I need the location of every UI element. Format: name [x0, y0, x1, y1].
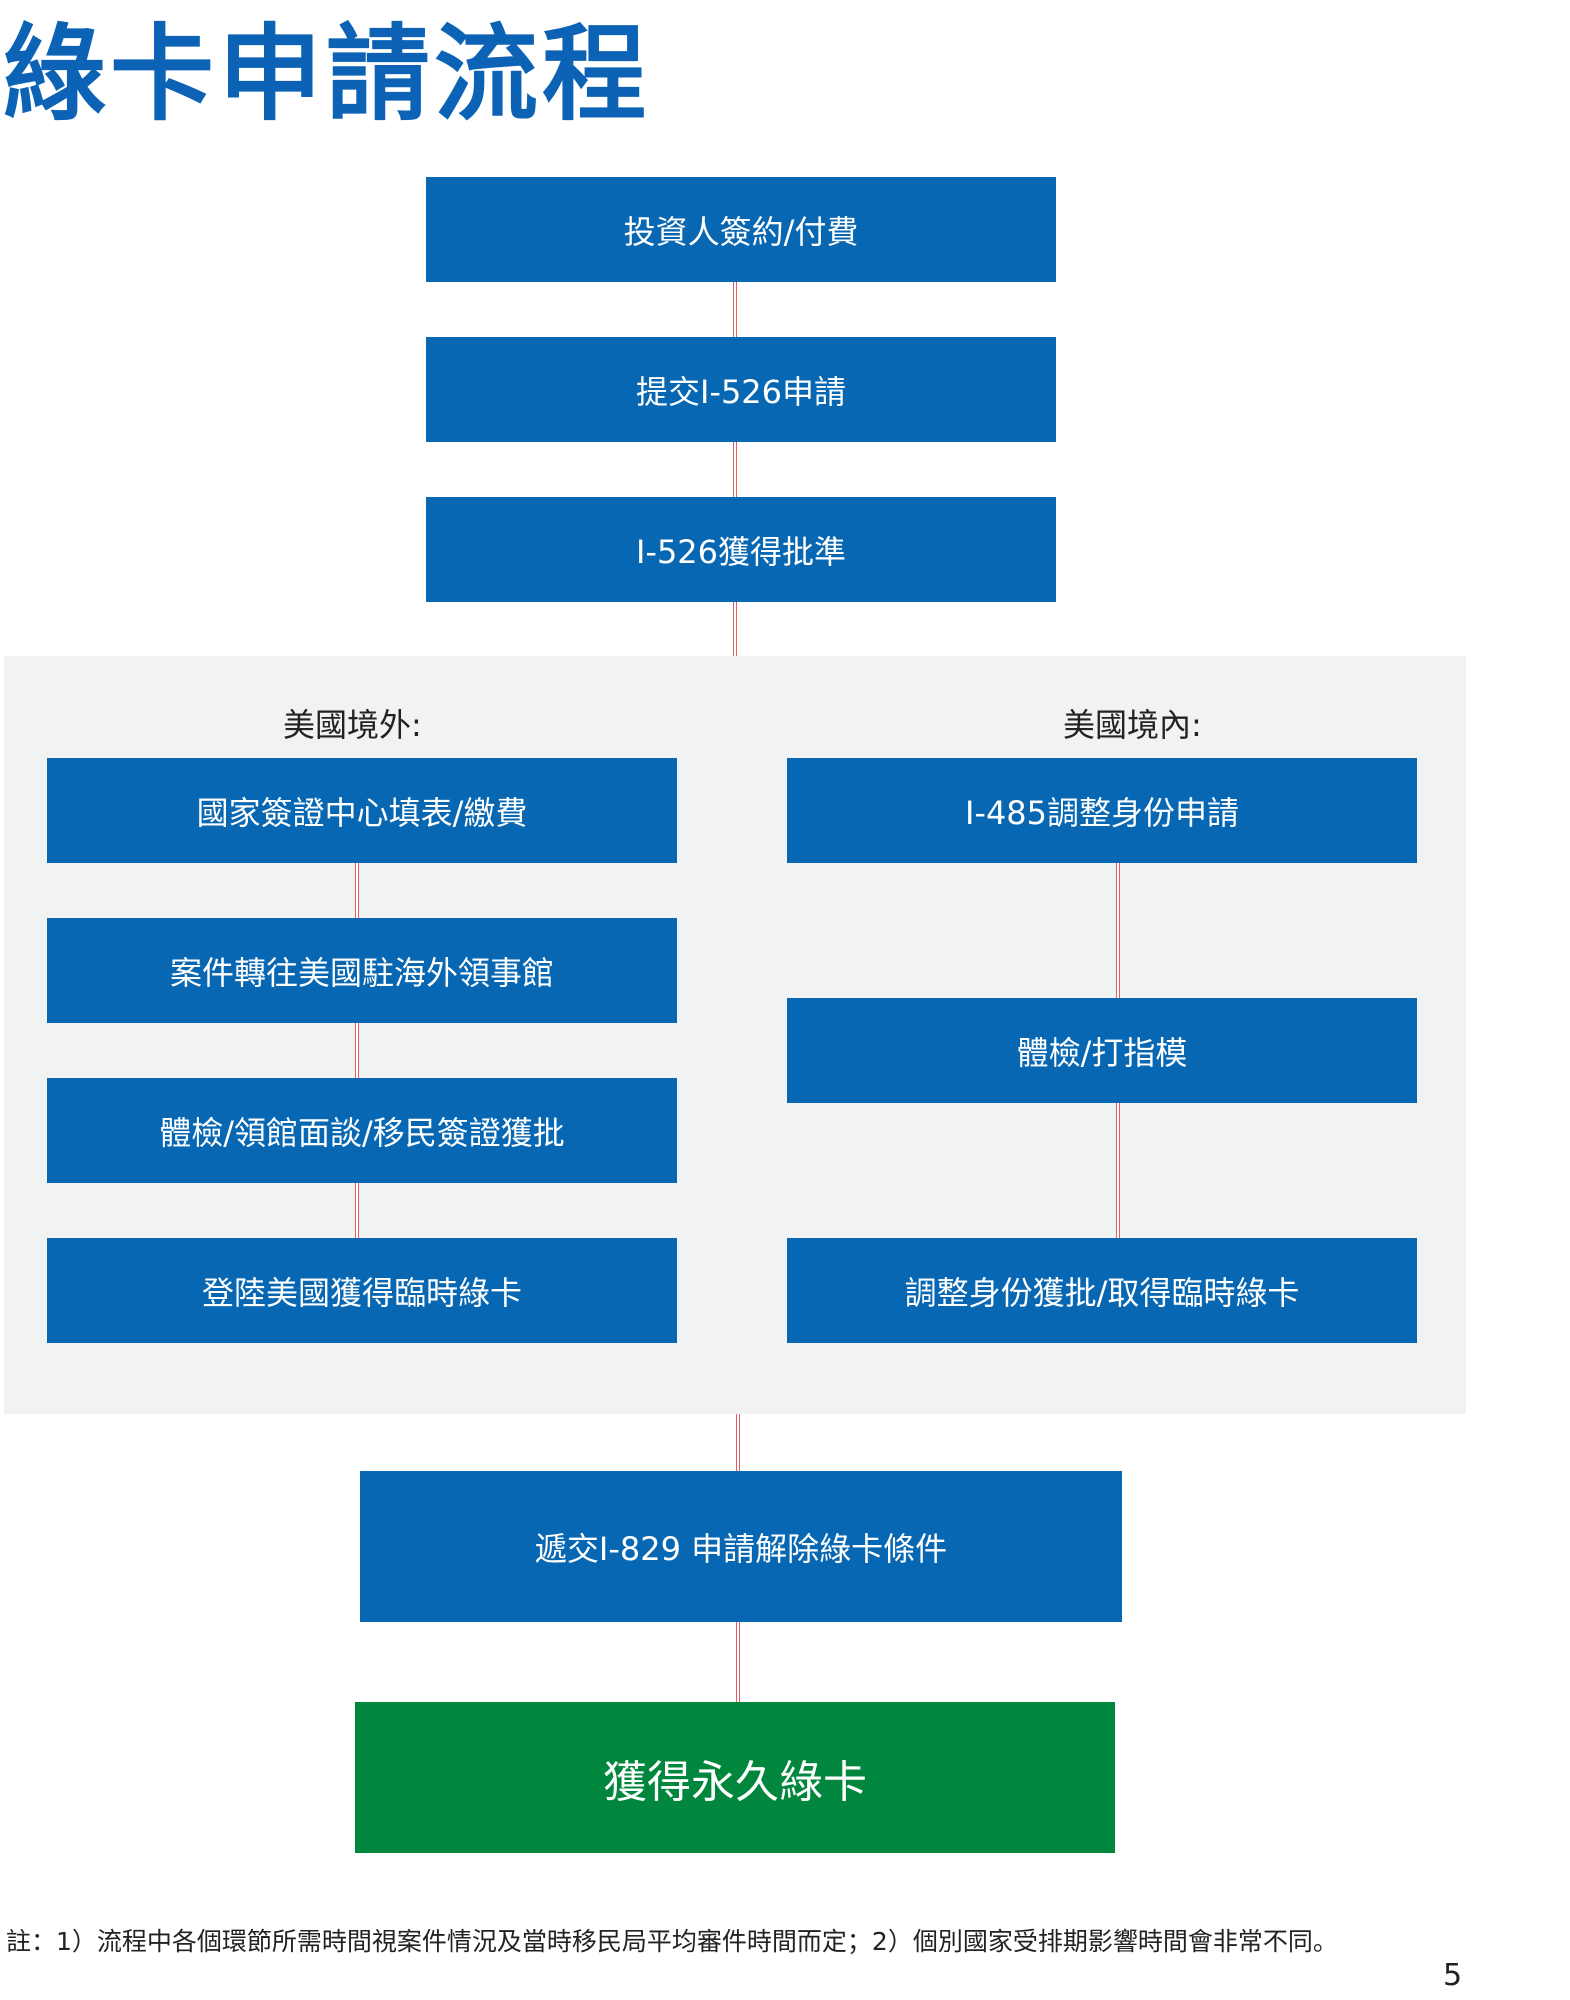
connector-line [355, 1023, 359, 1078]
step-file-i829: 遞交I-829 申請解除綠卡條件 [360, 1471, 1122, 1622]
inside-us-label: 美國境內: [1063, 706, 1202, 744]
step-enter-us-temp-card: 登陸美國獲得臨時綠卡 [47, 1238, 677, 1343]
connector-line [733, 442, 737, 497]
connector-line [355, 1183, 359, 1238]
step-submit-i526: 提交I-526申請 [426, 337, 1056, 442]
step-biometrics: 體檢/打指模 [787, 998, 1417, 1103]
connector-line [1116, 1103, 1120, 1238]
step-i485-adjustment: I-485調整身份申請 [787, 758, 1417, 863]
step-nvc-forms: 國家簽證中心填表/繳費 [47, 758, 677, 863]
connector-line [1116, 863, 1120, 998]
outside-us-label: 美國境外: [283, 706, 422, 744]
connector-line [733, 602, 737, 656]
step-i526-approved: I-526獲得批準 [426, 497, 1056, 602]
connector-line [736, 1414, 740, 1471]
page-title: 綠卡申請流程 [2, 13, 651, 135]
connector-line [736, 1622, 740, 1702]
footnote: 註：1）流程中各個環節所需時間視案件情況及當時移民局平均審件時間而定；2）個別國… [6, 1927, 1338, 1956]
step-adjustment-approved: 調整身份獲批/取得臨時綠卡 [787, 1238, 1417, 1343]
step-case-to-consulate: 案件轉往美國駐海外領事館 [47, 918, 677, 1023]
step-permanent-green-card: 獲得永久綠卡 [355, 1702, 1115, 1853]
connector-line [733, 282, 737, 337]
step-consular-interview: 體檢/領館面談/移民簽證獲批 [47, 1078, 677, 1183]
step-investor-signing: 投資人簽約/付費 [426, 177, 1056, 282]
connector-line [355, 863, 359, 918]
page-number: 5 [1443, 1958, 1463, 1993]
